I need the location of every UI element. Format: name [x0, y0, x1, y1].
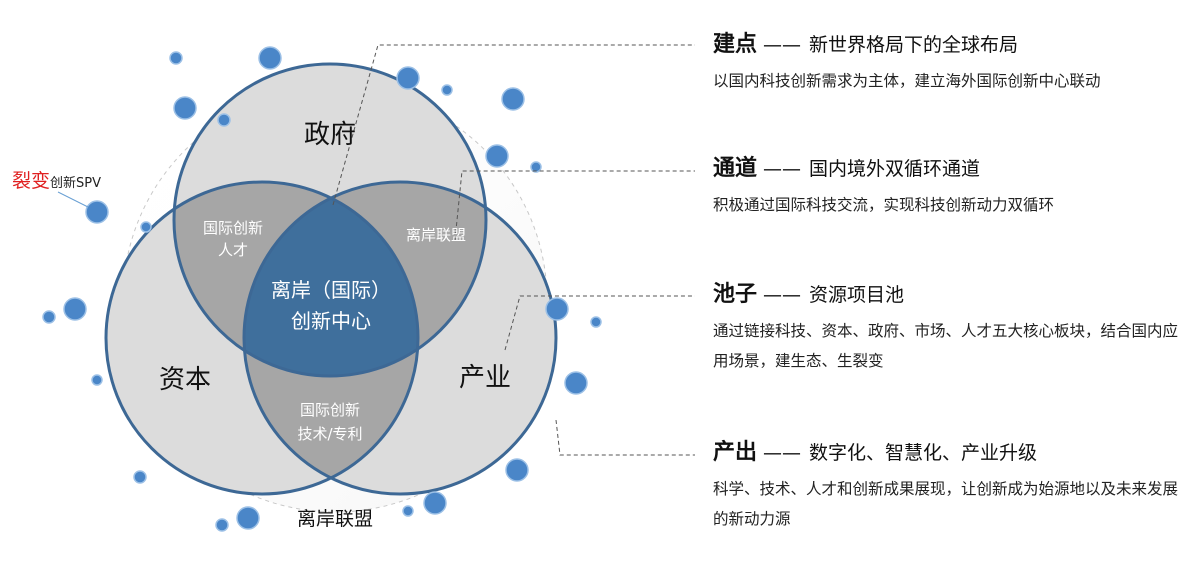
- item-dash: ——: [763, 34, 802, 56]
- leader-line-2: [504, 295, 695, 351]
- label-right: 产业: [459, 363, 511, 393]
- bubble: [140, 221, 152, 233]
- item-key: 通道: [713, 156, 758, 181]
- bubble: [236, 506, 260, 530]
- outer-label: 离岸联盟: [297, 508, 373, 530]
- item-key: 池子: [713, 282, 758, 307]
- item-dash: ——: [763, 442, 802, 464]
- bubble: [258, 46, 282, 70]
- bubble: [91, 374, 103, 386]
- label-top: 政府: [304, 120, 356, 150]
- item-channel: 通道—— 国内境外双循环通道 积极通过国际科技交流，实现科技创新动力双循环: [713, 156, 1193, 220]
- bubble: [85, 200, 109, 224]
- item-description: 积极通过国际科技交流，实现科技创新动力双循环: [713, 196, 1055, 214]
- bubble: [402, 505, 414, 517]
- spv-pointer-line: [57, 191, 89, 208]
- item-heading: 池子—— 资源项目池: [713, 282, 1193, 308]
- item-key: 建点: [713, 32, 758, 57]
- item-heading: 通道—— 国内境外双循环通道: [713, 156, 1193, 182]
- spv-big-text: 裂变: [12, 170, 51, 192]
- item-heading: 建点—— 新世界格局下的全球布局: [713, 32, 1193, 58]
- bubble: [564, 371, 588, 395]
- spv-label: 裂变创新SPV: [12, 166, 101, 193]
- item-description: 以国内科技创新需求为主体，建立海外国际创新中心联动: [713, 72, 1101, 90]
- item-output: 产出—— 数字化、智慧化、产业升级 科学、技术、人才和创新成果展现，让创新成为始源…: [713, 440, 1193, 534]
- bubble: [505, 458, 529, 482]
- bubble: [590, 316, 602, 328]
- circle-right-outline: [242, 180, 558, 496]
- bubble: [42, 310, 56, 324]
- leader-line-3: [555, 419, 695, 456]
- item-title: 数字化、智慧化、产业升级: [809, 442, 1038, 464]
- overlap-bottom-line-2: 技术/专利: [297, 425, 362, 443]
- bubble: [423, 491, 447, 515]
- item-title: 新世界格局下的全球布局: [809, 34, 1019, 56]
- overlap-top-left-line-1: 国际创新: [203, 219, 263, 237]
- bubble: [133, 470, 147, 484]
- item-description: 通过链接科技、资本、政府、市场、人才五大核心板块，结合国内应用场景，建生态、生裂…: [713, 322, 1179, 370]
- center-line-1: 离岸（国际）: [271, 278, 391, 302]
- item-key: 产出: [713, 440, 758, 465]
- bubble: [396, 66, 420, 90]
- item-dash: ——: [763, 158, 802, 180]
- bubble: [545, 297, 569, 321]
- bubble: [217, 113, 231, 127]
- circle-left-outline: [104, 180, 420, 496]
- label-left: 资本: [159, 365, 211, 395]
- overlap-top-right-label: 离岸联盟: [406, 226, 466, 244]
- item-pool: 池子—— 资源项目池 通过链接科技、资本、政府、市场、人才五大核心板块，结合国内应…: [713, 282, 1193, 376]
- bubble: [485, 144, 509, 168]
- item-dash: ——: [763, 284, 802, 306]
- item-build-point: 建点—— 新世界格局下的全球布局 以国内科技创新需求为主体，建立海外国际创新中心联…: [713, 32, 1193, 96]
- item-description: 科学、技术、人才和创新成果展现，让创新成为始源地以及未来发展的新动力源: [713, 480, 1179, 528]
- overlap-top-left-line-2: 人才: [218, 241, 248, 259]
- leader-lines: [332, 44, 695, 456]
- bubble: [441, 84, 453, 96]
- bubble: [530, 161, 542, 173]
- spv-small-text: 创新SPV: [50, 176, 102, 191]
- bubble: [169, 51, 183, 65]
- bubble: [501, 87, 525, 111]
- item-title: 国内境外双循环通道: [809, 158, 981, 180]
- center-line-2: 创新中心: [291, 309, 371, 333]
- item-title: 资源项目池: [809, 284, 905, 306]
- overlap-bottom-line-1: 国际创新: [300, 401, 360, 419]
- bubbles: [42, 46, 602, 532]
- leader-line-1: [454, 170, 695, 241]
- item-heading: 产出—— 数字化、智慧化、产业升级: [713, 440, 1193, 466]
- bubble: [63, 297, 87, 321]
- bubble: [215, 518, 229, 532]
- bubble: [173, 96, 197, 120]
- circle-top-outline: [172, 62, 488, 378]
- center-region: [244, 182, 418, 376]
